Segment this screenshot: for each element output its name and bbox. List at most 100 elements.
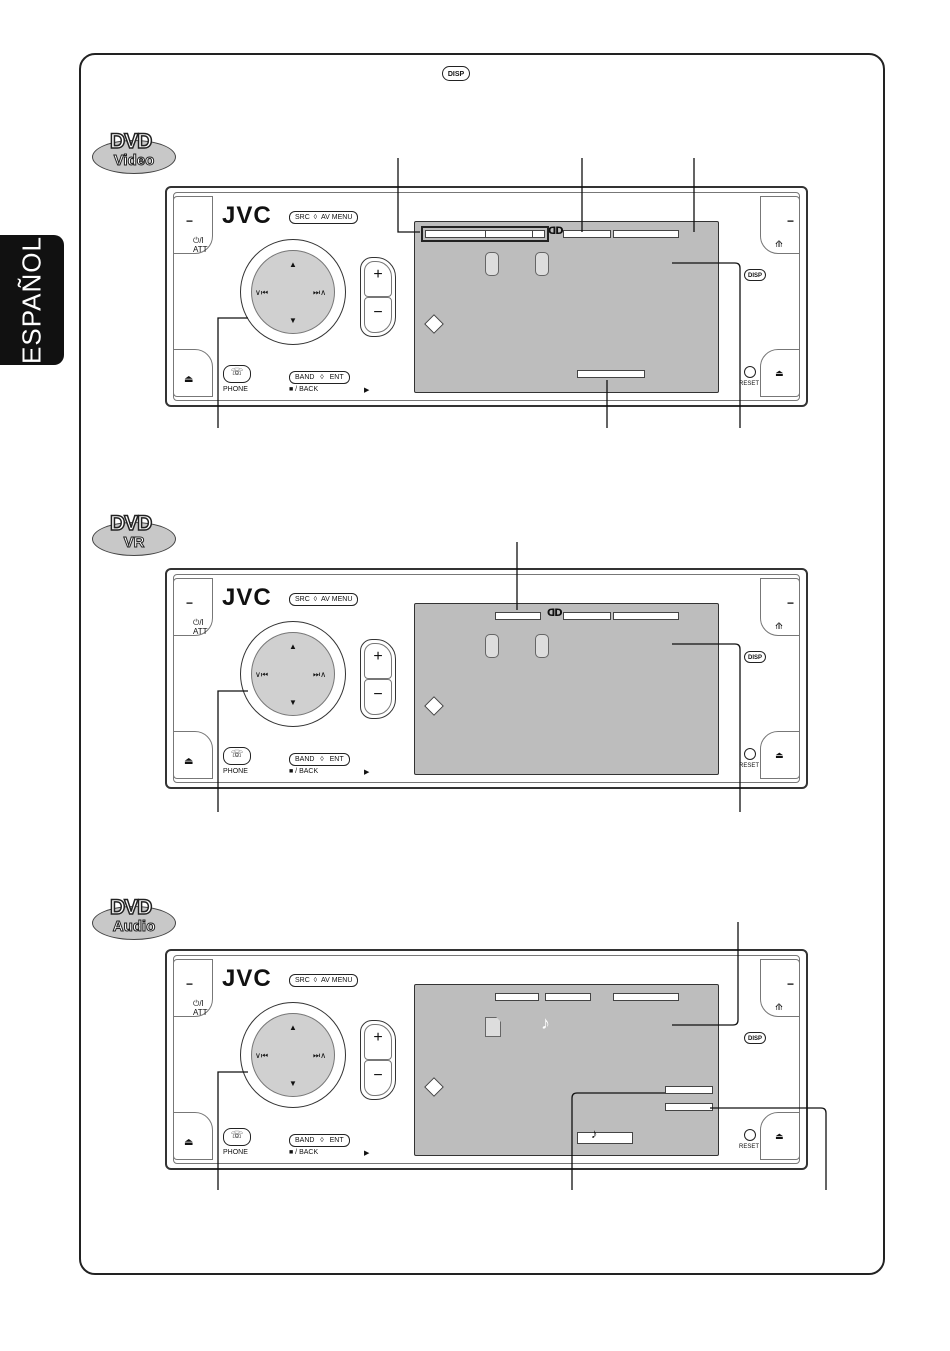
monitor-icon[interactable]: ⏏	[775, 750, 784, 760]
disp-button[interactable]: DISP	[744, 269, 766, 281]
display-screen: ᗡᗞ	[414, 221, 719, 393]
phone-button[interactable]: ☏	[223, 365, 251, 383]
up-arrow-icon[interactable]: ▲	[289, 260, 297, 269]
right-minus-button[interactable]: −	[787, 214, 795, 228]
reset-button[interactable]	[744, 1129, 756, 1141]
tilt-icon: ⟰	[775, 239, 783, 249]
next-icon[interactable]: ⏭∧	[313, 670, 327, 679]
tilt-icon: ⟰	[775, 621, 783, 631]
language-tab: ESPAÑOL	[0, 235, 64, 365]
jvc-brand: JVC	[222, 584, 272, 611]
src-av-menu-button[interactable]: SRC ◊ AV MENU	[289, 211, 359, 224]
phone-button[interactable]: ☏	[223, 747, 251, 765]
monitor-icon[interactable]: ⏏	[775, 368, 784, 378]
phone-label: PHONE	[223, 386, 248, 393]
reset-button[interactable]	[744, 366, 756, 378]
back-label: ■ / BACK	[289, 1149, 319, 1156]
control-dial[interactable]: ▲ ▼ ∨⏮ ⏭∧	[240, 239, 346, 345]
volume-plus[interactable]: +	[373, 648, 383, 665]
music-note-icon: ♪	[541, 1013, 550, 1033]
right-minus-button[interactable]: −	[787, 596, 795, 610]
src-av-menu-button[interactable]: SRC ◊ AV MENU	[289, 593, 359, 606]
phone-button[interactable]: ☏	[223, 1128, 251, 1146]
disp-button-symbol: DISP	[442, 66, 470, 81]
volume-rocker[interactable]: + −	[360, 257, 396, 337]
reset-button[interactable]	[744, 748, 756, 760]
chapter-field	[495, 612, 541, 620]
left-minus-button[interactable]: −	[186, 977, 194, 991]
volume-minus[interactable]: −	[373, 686, 383, 703]
next-icon[interactable]: ⏭∧	[313, 288, 327, 297]
back-label: ■ / BACK	[289, 386, 319, 393]
prev-icon[interactable]: ∨⏮	[255, 1051, 269, 1060]
eject-icon[interactable]: ⏏	[184, 1137, 194, 1148]
display-screen: ♪ ♪	[414, 984, 719, 1156]
language-tab-label: ESPAÑOL	[16, 236, 47, 364]
dolby-icon: ᗡᗞ	[547, 608, 563, 619]
down-arrow-icon[interactable]: ▼	[289, 698, 297, 707]
display-screen: ᗡᗞ	[414, 603, 719, 775]
audio-status-bar	[577, 1132, 633, 1144]
chapter-field	[485, 230, 533, 238]
info-field-1	[665, 1086, 713, 1094]
volume-minus[interactable]: −	[373, 304, 383, 321]
audio-field	[563, 612, 611, 620]
indicator-slot-2	[535, 252, 549, 276]
dvd-video-logo: DVD Video	[92, 129, 178, 178]
jvc-brand: JVC	[222, 965, 272, 992]
prev-icon[interactable]: ∨⏮	[255, 670, 269, 679]
disp-button[interactable]: DISP	[744, 1032, 766, 1044]
tilt-icon: ⟰	[775, 1002, 783, 1012]
group-field	[495, 993, 539, 1001]
right-minus-button[interactable]: −	[787, 977, 795, 991]
play-label: ▶	[364, 769, 370, 776]
info-field-2	[665, 1103, 713, 1111]
dolby-icon: ᗡᗞ	[548, 226, 564, 237]
playback-status-bar	[577, 370, 645, 378]
up-arrow-icon[interactable]: ▲	[289, 1023, 297, 1032]
eject-icon[interactable]: ⏏	[184, 756, 194, 767]
left-minus-button[interactable]: −	[186, 214, 194, 228]
dvd-audio-logo: DVD Audio	[92, 895, 178, 944]
volume-plus[interactable]: +	[373, 266, 383, 283]
play-label: ▶	[364, 1150, 370, 1157]
reset-label: RESET	[739, 1144, 760, 1150]
volume-minus[interactable]: −	[373, 1067, 383, 1084]
volume-rocker[interactable]: + −	[360, 1020, 396, 1100]
navigation-diamond-icon	[424, 1077, 444, 1097]
band-ent-button[interactable]: BAND ◊ ENT	[289, 1134, 350, 1147]
down-arrow-icon[interactable]: ▼	[289, 1079, 297, 1088]
phone-label: PHONE	[223, 768, 248, 775]
band-ent-button[interactable]: BAND ◊ ENT	[289, 753, 350, 766]
left-minus-button[interactable]: −	[186, 596, 194, 610]
down-arrow-icon[interactable]: ▼	[289, 316, 297, 325]
disp-button[interactable]: DISP	[744, 651, 766, 663]
track-field	[545, 993, 591, 1001]
volume-rocker[interactable]: + −	[360, 639, 396, 719]
eject-icon[interactable]: ⏏	[184, 374, 194, 385]
prev-icon[interactable]: ∨⏮	[255, 288, 269, 297]
page-frame	[79, 53, 885, 1275]
control-dial[interactable]: ▲ ▼ ∨⏮ ⏭∧	[240, 1002, 346, 1108]
time-field	[613, 612, 679, 620]
indicator-slot-1	[485, 252, 499, 276]
back-label: ■ / BACK	[289, 768, 319, 775]
time-field	[613, 993, 679, 1001]
band-ent-button[interactable]: BAND ◊ ENT	[289, 371, 350, 384]
monitor-icon[interactable]: ⏏	[775, 1131, 784, 1141]
navigation-diamond-icon	[424, 696, 444, 716]
folder-icon	[485, 1017, 501, 1037]
src-av-menu-button[interactable]: SRC ◊ AV MENU	[289, 974, 359, 987]
volume-plus[interactable]: +	[373, 1029, 383, 1046]
next-icon[interactable]: ⏭∧	[313, 1051, 327, 1060]
control-dial[interactable]: ▲ ▼ ∨⏮ ⏭∧	[240, 621, 346, 727]
reset-label: RESET	[739, 381, 760, 387]
reset-label: RESET	[739, 763, 760, 769]
up-arrow-icon[interactable]: ▲	[289, 642, 297, 651]
